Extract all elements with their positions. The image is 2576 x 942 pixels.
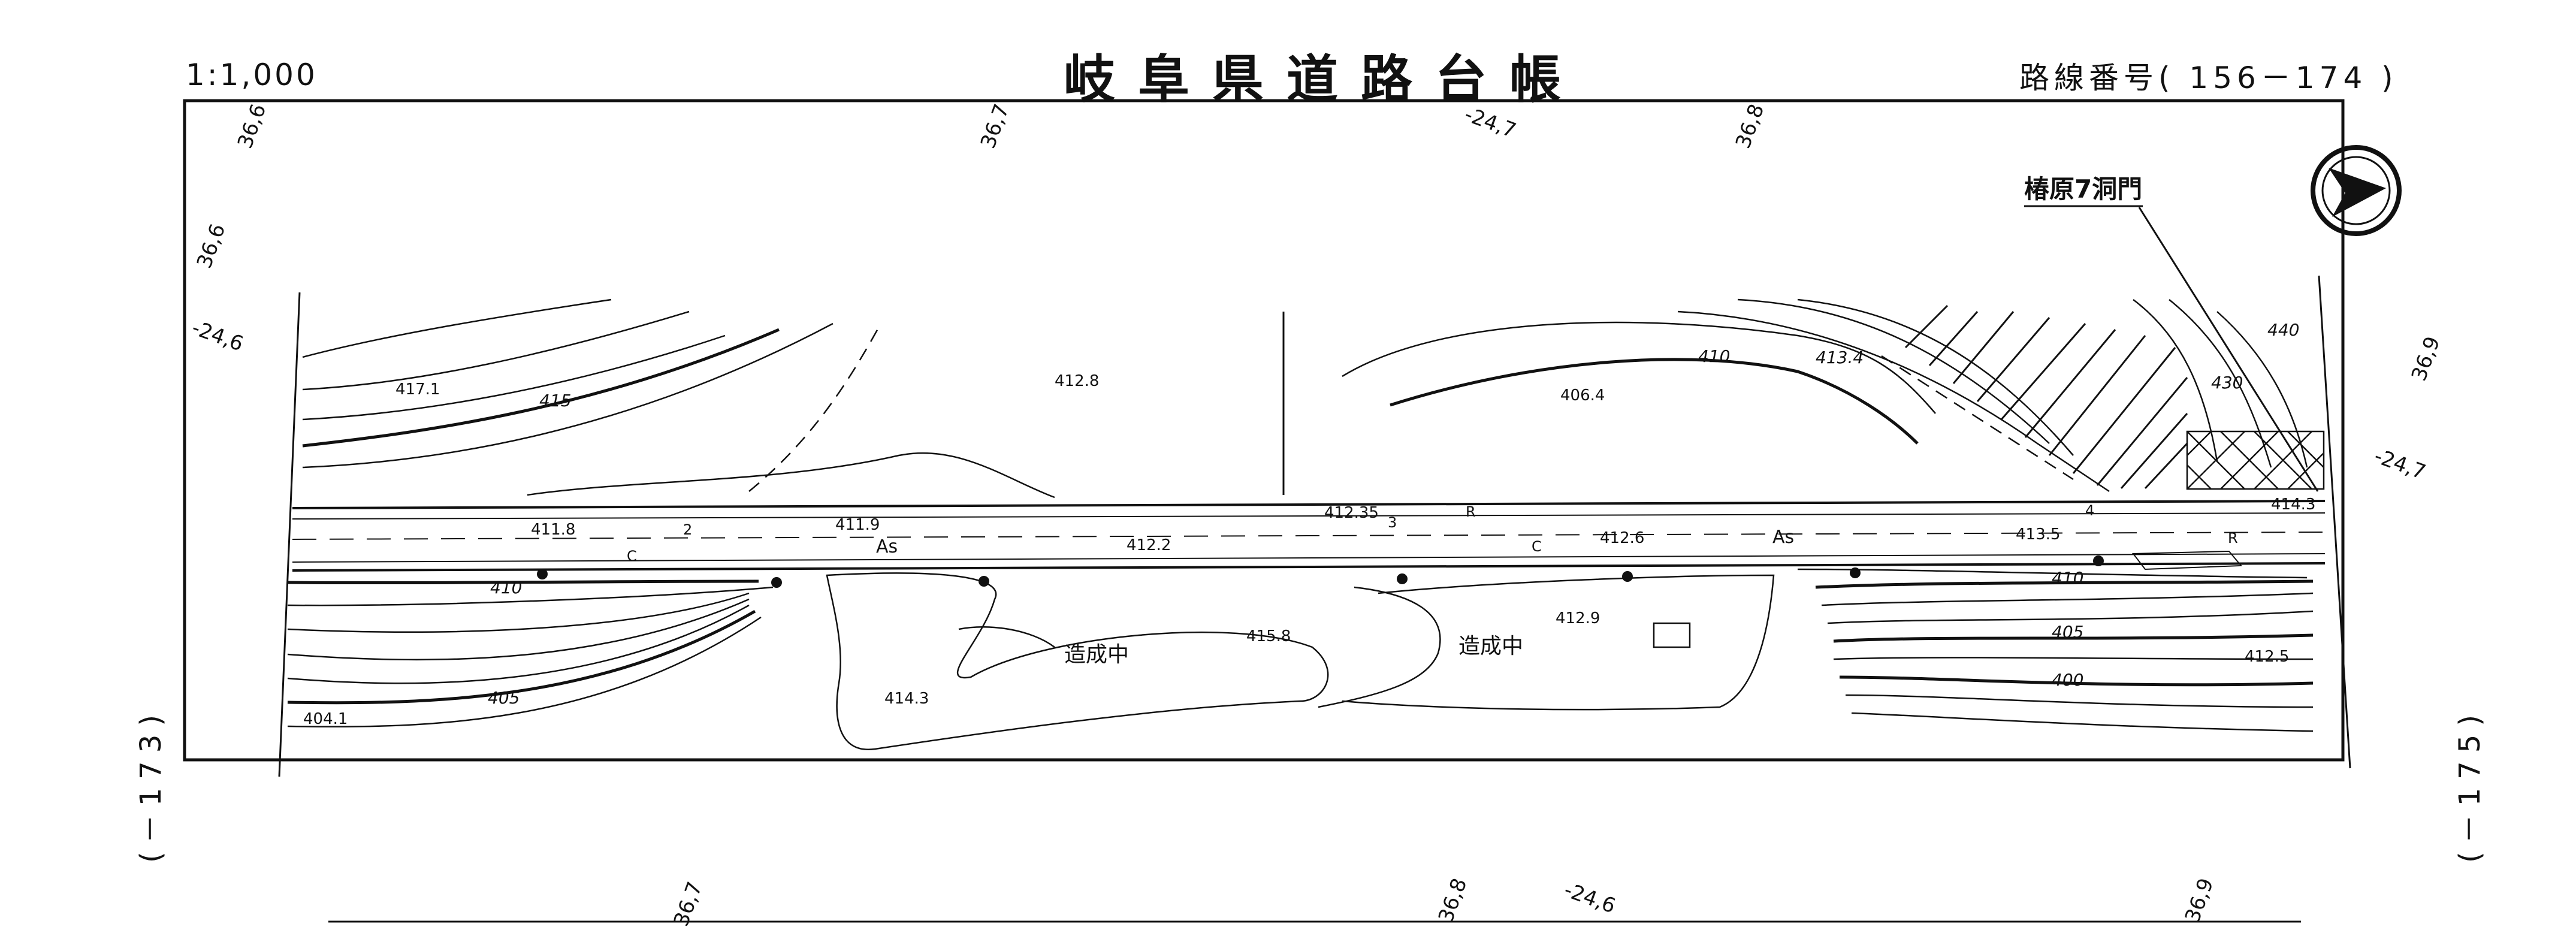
grid-label-top-3: -24,7	[1461, 102, 1519, 143]
spot-height-13: 414.3	[884, 690, 929, 708]
feature-letter-4: R	[2228, 530, 2238, 547]
contour-label-7: 400	[2052, 670, 2083, 690]
contour-label-5: 405	[488, 688, 520, 708]
contour-label-9: 430	[2211, 373, 2243, 393]
contour-label-3: 413.4	[1816, 348, 1864, 367]
spot-height-10: 413.5	[2016, 526, 2060, 544]
tunnel-portal	[2186, 430, 2325, 490]
scale-label: 1:1,000	[186, 58, 318, 92]
landmark-leader	[2024, 205, 2319, 492]
feature-letter-3: R	[1466, 503, 1476, 520]
spot-height-7: 412.35	[1324, 504, 1379, 522]
station-mark-1: 2	[683, 521, 692, 538]
contour-value-labels: 415 410 413.4 410 405 405 400 410 430 44…	[488, 320, 2299, 708]
road-surface-label-1: As	[876, 536, 898, 557]
contour-label-6: 405	[2052, 622, 2083, 642]
contour-label-8: 410	[2052, 568, 2083, 588]
area-label-1: 造成中	[1064, 642, 1129, 667]
contour-lines-south	[287, 568, 2314, 732]
road	[292, 500, 2326, 572]
road-annotations: As As 2 3 4 C C R R	[627, 502, 2238, 564]
spot-height-6: 411.9	[835, 516, 880, 534]
contour-label-1: 415	[539, 391, 571, 410]
spot-height-5: 411.8	[531, 521, 575, 539]
grid-label-left-2: -24,6	[189, 316, 246, 357]
spot-height-11: 415.8	[1246, 627, 1291, 645]
spot-height-1: 417.1	[395, 381, 440, 398]
grid-label-bottom-4: 36,9	[2181, 875, 2218, 926]
grid-label-right-2: -24,7	[2371, 444, 2429, 485]
grid-label-right-1: 36,9	[2407, 333, 2445, 384]
spot-height-12: 412.9	[1556, 609, 1600, 627]
spot-height-4: 414.3	[2271, 496, 2315, 514]
spot-height-3: 406.4	[1560, 387, 1605, 404]
contour-label-2: 410	[1698, 346, 1730, 366]
contour-label-10: 440	[2267, 320, 2299, 340]
feature-letter-2: C	[1532, 538, 1542, 555]
grid-label-bottom-3: -24,6	[1561, 878, 1618, 919]
spot-height-14: 404.1	[303, 710, 348, 728]
sheet-ref-left: (－173)	[134, 707, 168, 863]
survey-extent	[278, 275, 2351, 777]
station-mark-3: 4	[2085, 502, 2094, 519]
spot-height-8: 412.2	[1127, 536, 1171, 554]
grid-label-bottom-2: 36,8	[1434, 875, 1472, 926]
road-surface-label-2: As	[1772, 527, 1794, 548]
north-arrow-icon	[2311, 145, 2402, 236]
feature-letter-1: C	[627, 548, 637, 564]
area-label-2: 造成中	[1458, 634, 1523, 659]
contour-label-4: 410	[490, 578, 522, 597]
map-frame	[183, 99, 2345, 923]
grid-labels: 36,6 36,7 -24,7 36,8 36,6 -24,6 36,9 -24…	[189, 101, 2445, 929]
spot-height-15: 412.5	[2245, 648, 2289, 666]
rock-slope-hatching	[1904, 304, 2188, 490]
construction-areas	[826, 572, 1775, 750]
grid-label-top-2: 36,7	[976, 101, 1014, 152]
spot-height-2: 412.8	[1055, 372, 1099, 390]
area-labels: 造成中 造成中	[1064, 634, 1523, 667]
grid-label-left-1: 36,6	[192, 221, 230, 271]
spot-heights: 417.1 412.8 406.4 414.3 411.8 411.9 412.…	[303, 372, 2315, 728]
sheet-ref-right: (－175)	[2453, 707, 2487, 863]
contour-lines	[302, 298, 2308, 499]
grid-label-top-1: 36,6	[233, 101, 271, 152]
route-number: 路線番号( 156－174 )	[2019, 61, 2398, 95]
landmark-label: 椿原7洞門	[2024, 174, 2142, 204]
grid-label-top-4: 36,8	[1731, 101, 1769, 152]
station-mark-2: 3	[1388, 514, 1397, 531]
spot-height-9: 412.6	[1600, 529, 1644, 547]
